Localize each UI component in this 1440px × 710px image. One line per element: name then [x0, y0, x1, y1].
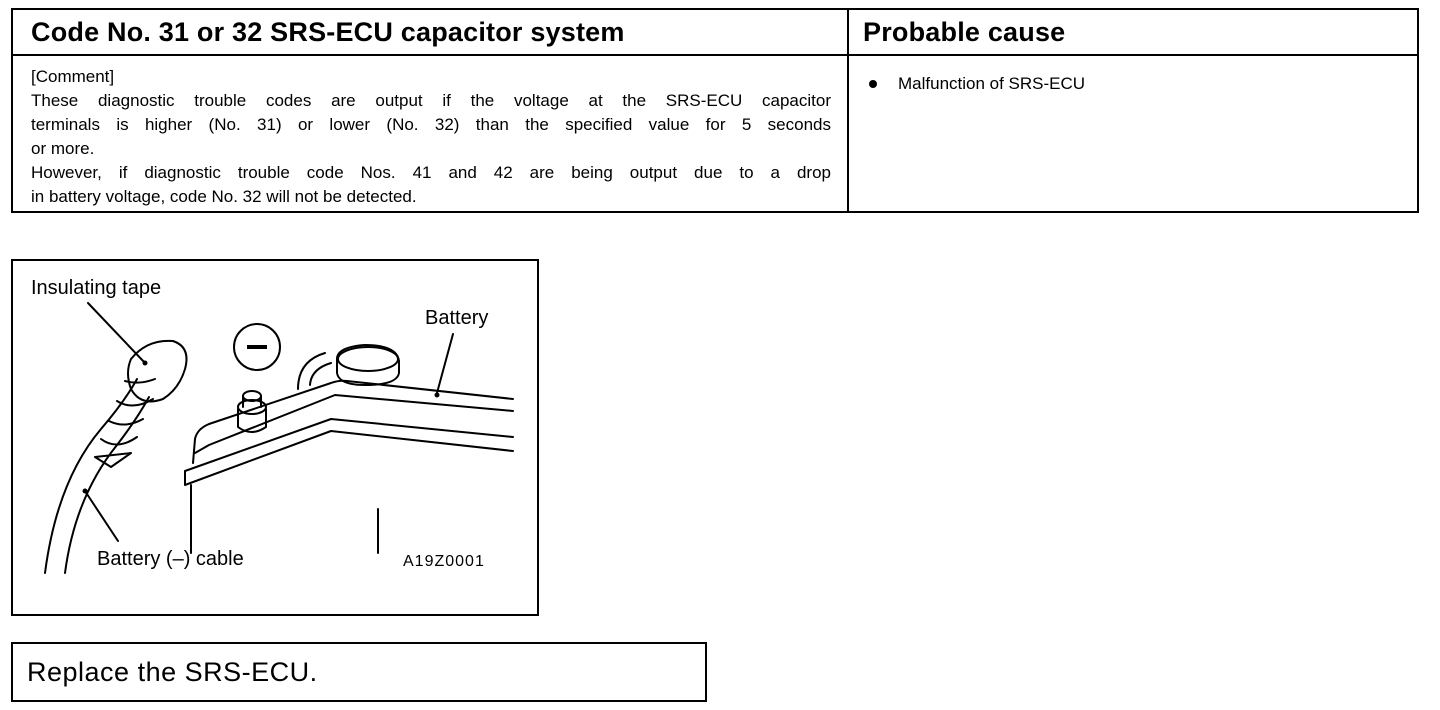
tape-wrap-1 [124, 378, 156, 384]
terminal-post [237, 408, 267, 433]
diagnostic-table: Code No. 31 or 32 SRS-ECU capacitor syst… [11, 8, 1419, 213]
comment-line: terminals is higher (No. 31) or lower (N… [31, 115, 831, 134]
label-insulating-tape: Insulating tape [31, 277, 162, 299]
table-row-divider [13, 54, 1417, 56]
label-battery: Battery [425, 307, 489, 329]
battery-lid-rim-lower [184, 430, 514, 486]
leader-battery [436, 333, 454, 394]
leader-dot-tape [142, 360, 148, 366]
bullet-icon [869, 80, 877, 88]
tape-tail [94, 452, 132, 468]
battery-lid-rim [184, 418, 514, 472]
cover-arc-inner [309, 362, 332, 386]
battery-lid-inner [194, 394, 514, 454]
tape-end [127, 339, 188, 403]
cable-inner [64, 396, 150, 574]
tape-wrap-2 [116, 398, 154, 407]
leader-dot-battery [434, 392, 440, 398]
comment-line: or more. [31, 139, 95, 158]
battery-illustration [44, 302, 514, 574]
negative-sign-icon [247, 345, 267, 349]
label-battery-cable: Battery (–) cable [97, 548, 244, 570]
comment-line: [Comment] [31, 67, 115, 86]
battery-figure: Insulating tape Battery Battery (–) cabl… [11, 259, 539, 616]
leader-cable [84, 490, 119, 542]
cause-list-item: Malfunction of SRS-ECU [869, 72, 1085, 96]
tape-wrap-3 [108, 418, 144, 426]
table-header-code: Code No. 31 or 32 SRS-ECU capacitor syst… [31, 16, 625, 47]
action-text: Replace the SRS-ECU. [27, 656, 318, 687]
cause-text: Malfunction of SRS-ECU [898, 74, 1086, 93]
cable-outer [44, 378, 138, 574]
tape-wrap-4 [100, 436, 138, 446]
comment-line: However, if diagnostic trouble code Nos.… [31, 163, 831, 182]
negative-badge-ring [233, 323, 281, 371]
comment-cell: [Comment] These diagnostic trouble codes… [31, 65, 831, 209]
table-column-divider [847, 10, 849, 211]
cover-arc-outer [297, 352, 326, 390]
positive-cap [336, 344, 400, 386]
terminal-bolt-head [242, 390, 262, 402]
comment-line: These diagnostic trouble codes are outpu… [31, 91, 831, 110]
comment-line: in battery voltage, code No. 32 will not… [31, 187, 417, 206]
table-header-cause: Probable cause [863, 16, 1066, 47]
figure-code: A19Z0001 [403, 553, 485, 570]
leader-dot-cable [82, 488, 88, 494]
action-box: Replace the SRS-ECU. [11, 642, 707, 702]
positive-cap-top [337, 346, 399, 372]
